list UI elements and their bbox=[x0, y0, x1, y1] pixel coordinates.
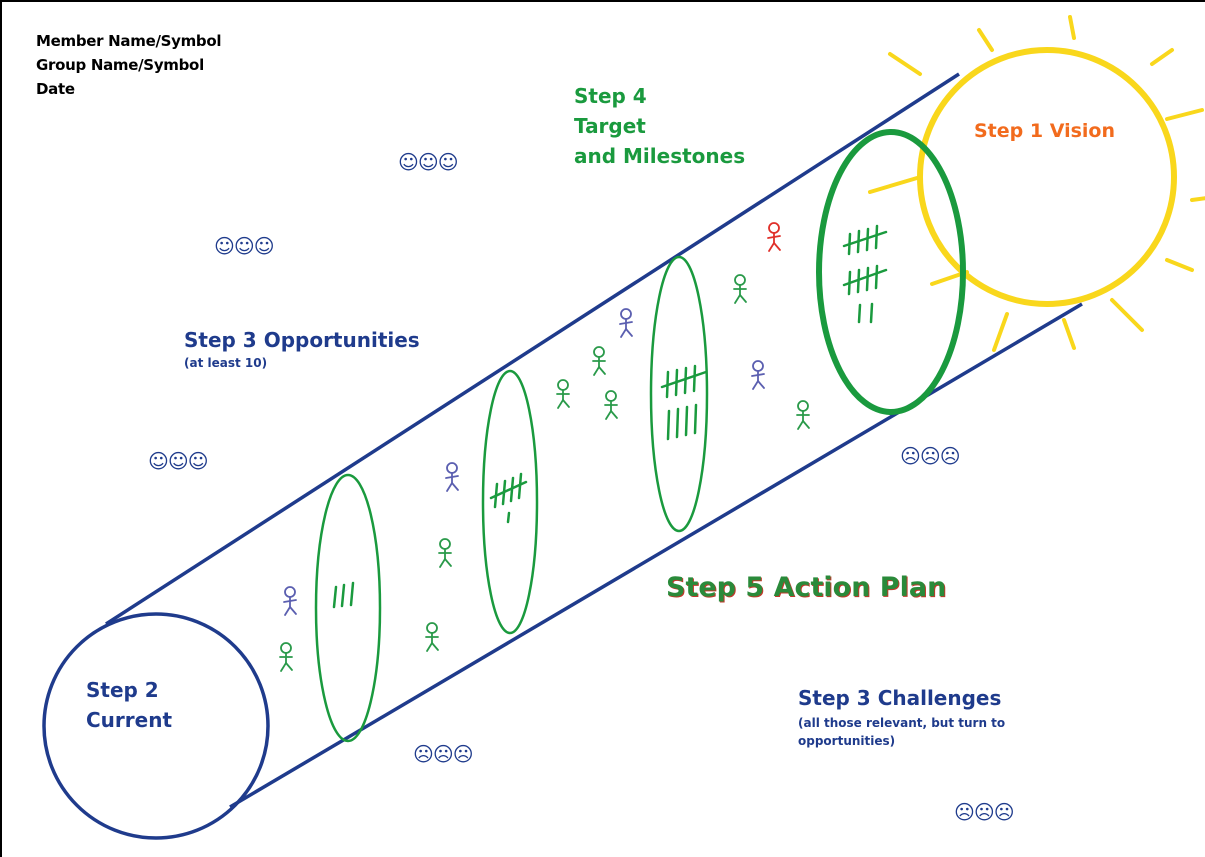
milestone-ellipse-3 bbox=[649, 255, 709, 533]
sun-circle bbox=[917, 47, 1177, 307]
happy-faces-icon: ☺☺☺ bbox=[214, 234, 275, 258]
step2-current: Current bbox=[86, 708, 173, 732]
member-name-label: Member Name/Symbol bbox=[36, 32, 222, 50]
step3-opportunities-title: Step 3 Opportunities bbox=[184, 328, 420, 352]
step3-challenges-note-2: opportunities) bbox=[798, 734, 896, 748]
stick-figure bbox=[283, 586, 297, 616]
milestone-ellipse-1 bbox=[314, 473, 382, 743]
milestone-ellipse-4 bbox=[816, 129, 966, 415]
tally-3 bbox=[332, 581, 355, 609]
step3-challenges-note-1: (all those relevant, but turn to bbox=[798, 716, 1006, 730]
sad-faces-icon: ☹☹☹ bbox=[413, 742, 474, 766]
stick-figure bbox=[556, 379, 570, 409]
happy-faces-icon: ☺☺☺ bbox=[148, 449, 209, 473]
current-circle bbox=[42, 612, 270, 840]
stick-figure bbox=[751, 360, 765, 390]
tube-top-line bbox=[105, 72, 960, 626]
step5-action-plan-label: Step 5 Action Plan bbox=[666, 572, 947, 603]
sad-faces-icon: ☹☹☹ bbox=[954, 800, 1015, 824]
stick-figure bbox=[604, 390, 618, 420]
step3-challenges-title: Step 3 Challenges bbox=[798, 686, 1002, 710]
stick-figure bbox=[279, 642, 293, 672]
step3-opportunities-note: (at least 10) bbox=[184, 356, 268, 370]
stick-figure bbox=[445, 462, 459, 492]
tally-12 bbox=[842, 224, 888, 324]
tally-9 bbox=[660, 364, 708, 441]
date-label: Date bbox=[36, 80, 75, 98]
stick-figure bbox=[438, 538, 452, 568]
tube-bottom-line bbox=[229, 302, 1083, 809]
step4-target: Target bbox=[574, 114, 646, 138]
stick-figure bbox=[425, 622, 439, 652]
step4-milestones: and Milestones bbox=[574, 144, 746, 168]
stick-figure bbox=[767, 222, 781, 252]
stick-figure bbox=[733, 274, 747, 304]
tally-6 bbox=[489, 472, 528, 524]
stick-figure bbox=[796, 400, 810, 430]
sun-rays bbox=[868, 15, 1205, 352]
stick-figure bbox=[619, 308, 633, 338]
sad-faces-icon: ☹☹☹ bbox=[900, 444, 961, 468]
step4-title: Step 4 bbox=[574, 84, 647, 108]
step2-title: Step 2 bbox=[86, 678, 159, 702]
stick-figure bbox=[592, 346, 606, 376]
happy-faces-icon: ☺☺☺ bbox=[398, 150, 459, 174]
group-name-label: Group Name/Symbol bbox=[36, 56, 204, 74]
milestone-ellipse-2 bbox=[481, 369, 539, 635]
step1-vision-label: Step 1 Vision bbox=[974, 120, 1115, 142]
